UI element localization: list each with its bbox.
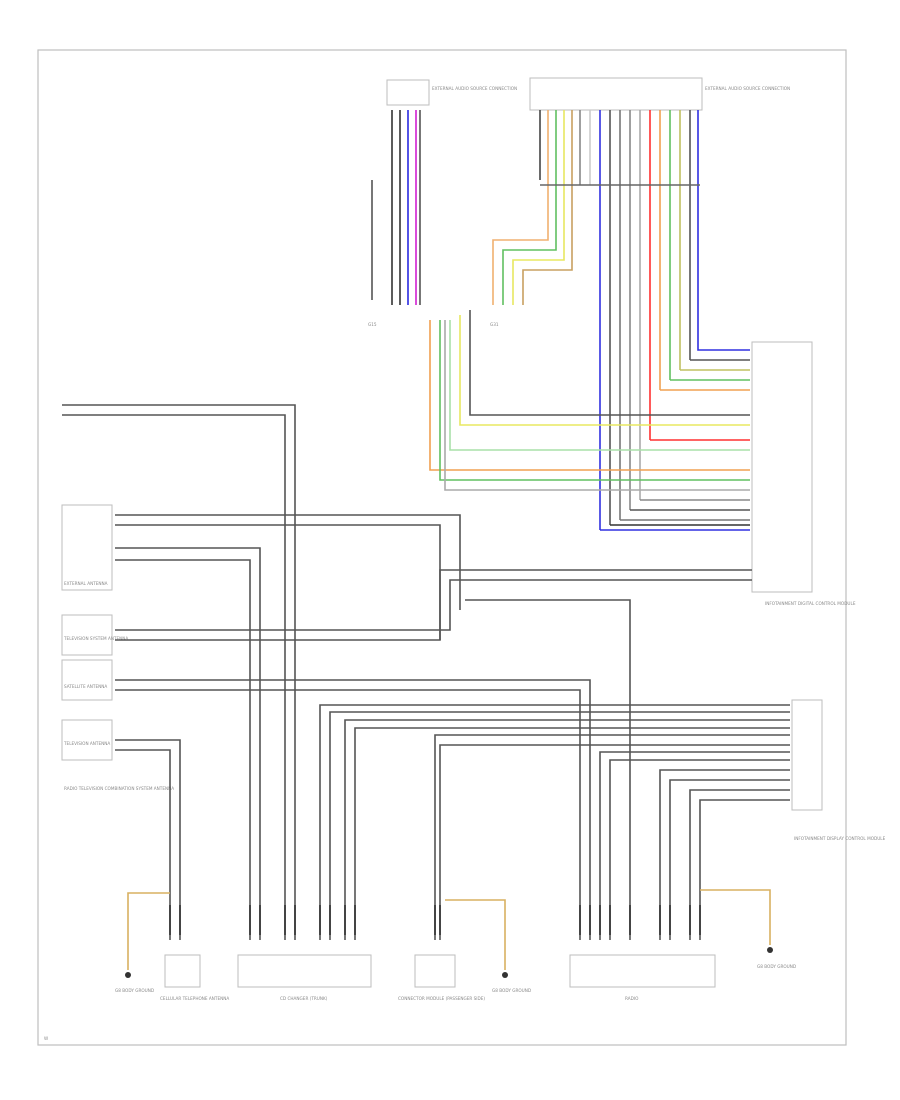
bottom-component-1: CELLULAR TELEPHONE ANTENNA (160, 954, 229, 1001)
ctrl-module-box: INFOTAINMENT DIGITAL CONTROL MODULE (751, 341, 856, 606)
left-pane-a-label: EXTERNAL ANTENNA (64, 581, 108, 586)
bottom-2-label: CD CHANGER (TRUNK) (280, 996, 328, 1001)
bottom-1-label: CELLULAR TELEPHONE ANTENNA (160, 996, 229, 1001)
wire-harness-right (319, 599, 790, 940)
left-pane-b-label: TELEVISION SYSTEM ANTENNA (63, 636, 128, 641)
bottom-3-label: CONNECTOR MODULE (PASSENGER SIDE) (398, 996, 485, 1001)
left-pane-e-label: RADIO TELEVISION COMBINATION SYSTEM ANTE… (64, 786, 174, 791)
ext-audio-upper-label: EXTERNAL AUDIO SOURCE CONNECTION (432, 86, 517, 91)
diagram-frame (37, 49, 847, 1046)
wire-bundle-audio-upper (371, 110, 421, 305)
right-mod-label: INFOTAINMENT DISPLAY CONTROL MODULE (794, 836, 886, 841)
ground-left-label: G15 (368, 322, 377, 327)
bottom-component-4: RADIO (569, 954, 716, 1001)
wire-harness-antenna (62, 404, 752, 940)
bottom-component-2: CD CHANGER (TRUNK) (237, 954, 372, 1001)
bottom-component-3: CONNECTOR MODULE (PASSENGER SIDE) (398, 954, 485, 1001)
g-1-label: G8 BODY GROUND (115, 988, 154, 993)
left-pane-c-label: SATELLITE ANTENNA (64, 684, 107, 689)
ground-point-1 (125, 972, 131, 978)
ground-mid-label: G31 (490, 322, 499, 327)
wire-bundle-ctrl-module (429, 310, 750, 531)
connector-pins-bottom (169, 905, 701, 935)
ext-audio-main-connector: EXTERNAL AUDIO SOURCE CONNECTION (529, 77, 790, 111)
right-module-box (791, 699, 823, 811)
left-antenna-panel: EXTERNAL ANTENNA TELEVISION SYSTEM ANTEN… (61, 504, 174, 791)
ext-audio-upper-connector: EXTERNAL AUDIO SOURCE CONNECTION (386, 79, 517, 106)
wire-bundle-audio-main (492, 110, 750, 530)
left-pane-d-label: TELEVISION ANTENNA (63, 741, 110, 746)
page-tag: W (44, 1036, 48, 1041)
ground-point-3 (767, 947, 773, 953)
ctrl-module-label: INFOTAINMENT DIGITAL CONTROL MODULE (765, 601, 856, 606)
ground-point-2 (502, 972, 508, 978)
ext-audio-main-label: EXTERNAL AUDIO SOURCE CONNECTION (705, 86, 790, 91)
g-2-label: G8 BODY GROUND (492, 988, 531, 993)
bottom-4-label: RADIO (625, 996, 639, 1001)
g-3-label: G8 BODY GROUND (757, 964, 796, 969)
wire-ground-leads (127, 889, 771, 970)
